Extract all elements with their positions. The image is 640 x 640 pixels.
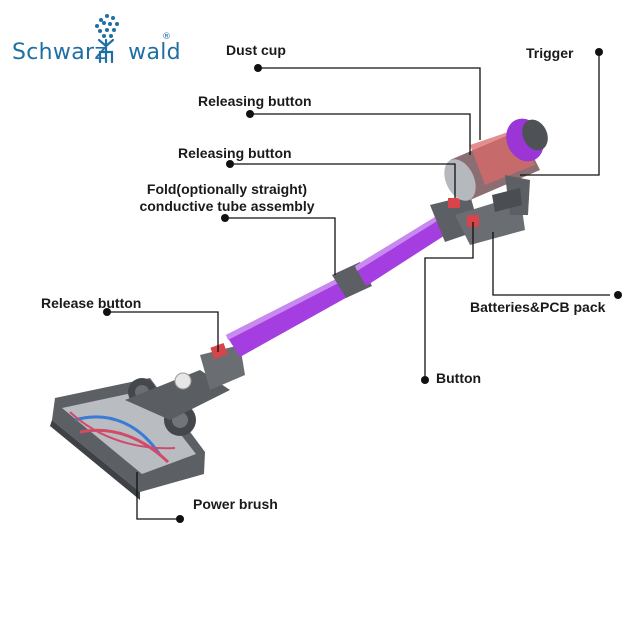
leader-fold — [225, 217, 336, 275]
label-batteries-pcb: Batteries&PCB pack — [470, 299, 606, 315]
leader-dust-cup — [258, 67, 481, 140]
leader-releasing-1 — [250, 113, 471, 155]
label-dust-cup: Dust cup — [226, 42, 286, 58]
label-fold-line1: Fold(optionally straight) — [146, 181, 308, 197]
deer-figure-icon — [97, 38, 115, 64]
brand-name-left: Schwarz — [12, 40, 107, 65]
brand-logo: Schwarz wald ® — [12, 32, 181, 65]
leader-power-brush — [136, 472, 180, 520]
leader-button — [424, 222, 474, 380]
leader-dots — [103, 48, 622, 523]
main-body — [430, 118, 548, 245]
leader-releasing-2 — [230, 163, 456, 198]
label-power-brush: Power brush — [193, 496, 278, 512]
label-release-button: Release button — [41, 295, 142, 311]
leader-lines — [107, 52, 610, 520]
label-releasing-button-2: Releasing button — [178, 145, 292, 161]
conductive-tube — [226, 214, 450, 357]
brush-joint — [125, 342, 245, 436]
leader-trigger — [520, 52, 600, 176]
power-brush-head — [50, 378, 205, 500]
label-releasing-button-1: Releasing button — [198, 93, 312, 109]
label-fold-line2: conductive tube assembly — [139, 198, 315, 214]
label-trigger: Trigger — [526, 45, 574, 61]
label-button: Button — [436, 370, 482, 386]
leader-batteries — [492, 232, 610, 296]
leader-release-button — [107, 311, 219, 352]
registered-mark: ® — [162, 32, 172, 42]
brand-name-right: wald — [128, 40, 181, 65]
tree-emblem-icon — [95, 14, 119, 38]
